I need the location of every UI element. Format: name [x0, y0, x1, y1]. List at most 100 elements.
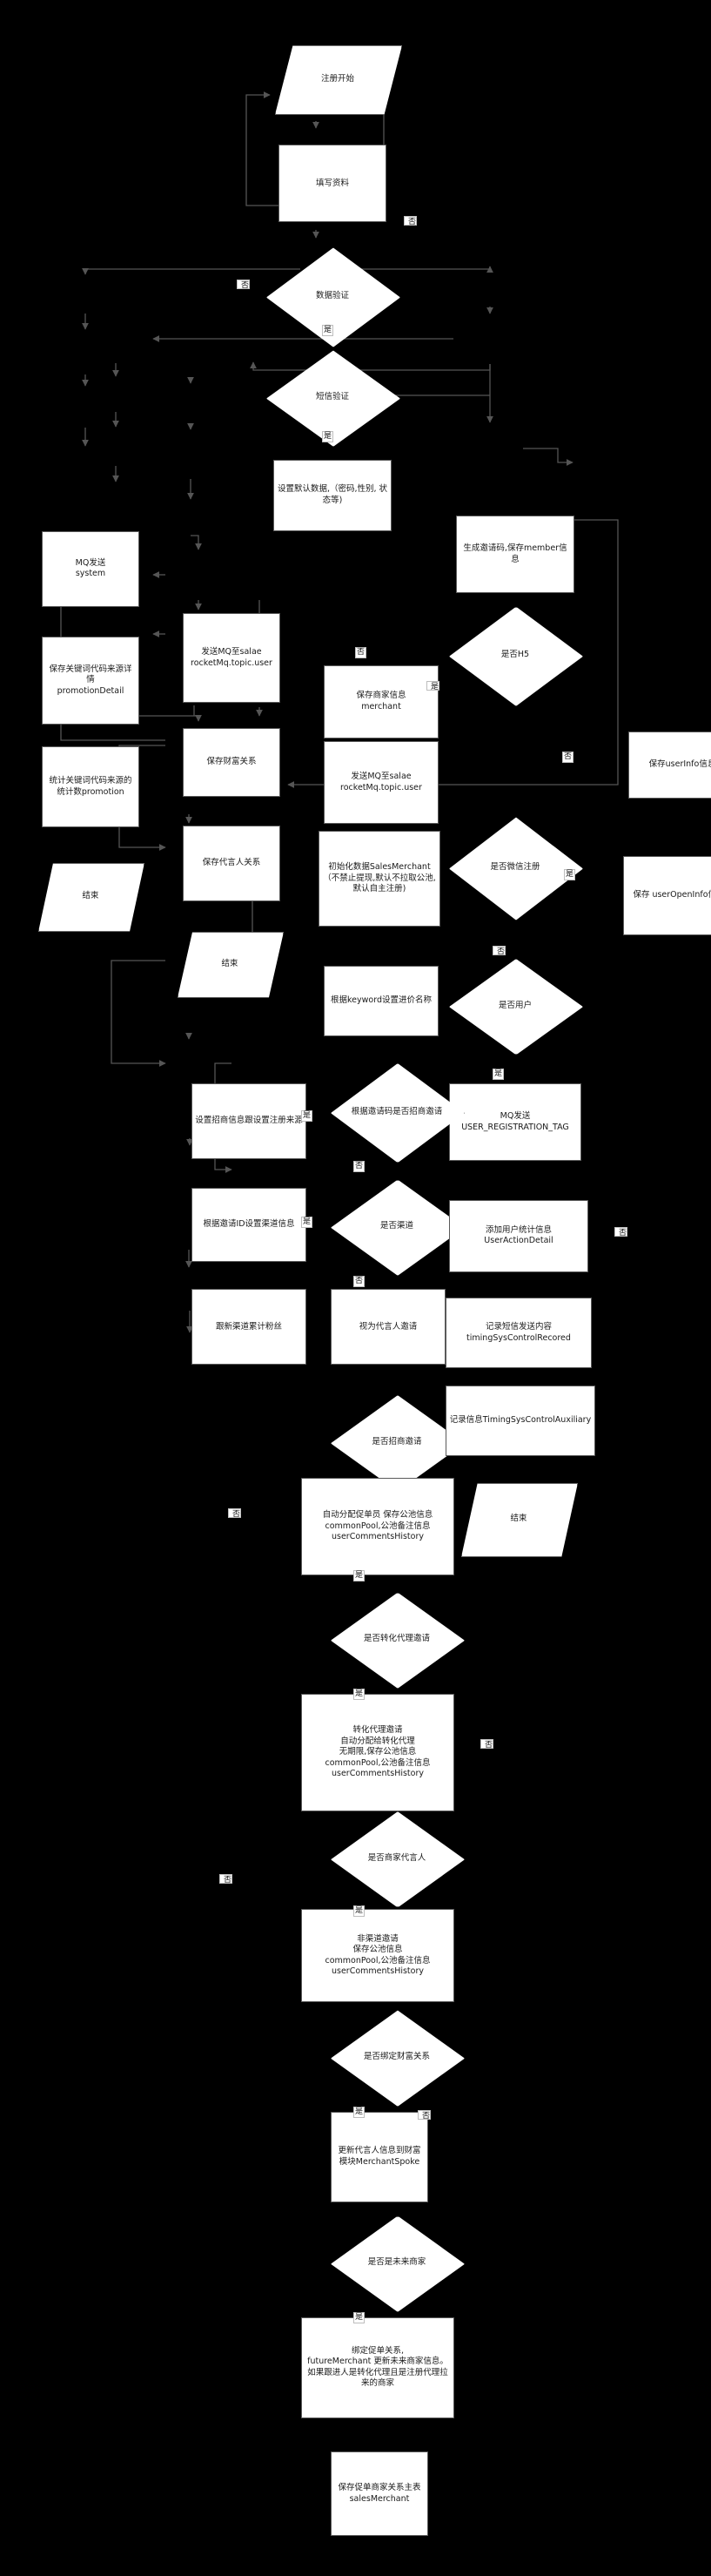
node-label: 保存代言人关系	[202, 858, 261, 868]
flow-node-process[interactable]: MQ发送 USER_REGISTRATION_TAG	[449, 1083, 581, 1162]
flow-node-process[interactable]: 跟新渠道累计粉丝	[191, 1289, 306, 1366]
flow-node-process[interactable]: 添加用户统计信息UserActionDetail	[449, 1199, 588, 1272]
terminator-shape	[461, 1482, 578, 1557]
flow-node-process[interactable]: 保存商家信息 merchant	[324, 665, 439, 738]
edge-label: 是	[353, 1688, 366, 1700]
node-label: 根据邀请码是否招商邀请	[351, 1106, 443, 1116]
flow-node-process[interactable]: 保存 userOpenInfo信息	[623, 855, 711, 935]
flow-node-process[interactable]: 保存代言人关系	[183, 826, 280, 902]
node-label: 结束	[510, 1514, 527, 1524]
terminator-shape	[38, 862, 144, 933]
edge-label: 否	[418, 2109, 431, 2120]
flow-node-process[interactable]: 统计关键词代码来源的统计数promotion	[42, 746, 139, 828]
edge-label: 是	[353, 1570, 366, 1582]
edge-label: 否	[493, 945, 506, 955]
flow-node-decision[interactable]: 根据邀请码是否招商邀请	[331, 1062, 465, 1163]
flow-node-process[interactable]: 转化代理邀请 自动分配给转化代理 无期限,保存公池信息 commonPool,公…	[301, 1693, 454, 1812]
flow-node-process[interactable]: 发送MQ至salae rocketMq.topic.user	[324, 741, 439, 825]
node-label: MQ发送 USER_REGISTRATION_TAG	[461, 1111, 569, 1132]
flow-node-process[interactable]: 生成邀请码,保存member信息	[456, 516, 574, 594]
flow-node-process[interactable]: 保存关键词代码来源详情 promotionDetail	[42, 637, 139, 725]
node-label: 绑定促单关系, futureMerchant 更新未来商家信息。 如果跟进人是转…	[307, 2345, 448, 2389]
node-label: 添加用户统计信息UserActionDetail	[484, 1224, 553, 1246]
edge-label: 否	[353, 1161, 366, 1173]
node-label: 跟新渠道累计粉丝	[215, 1321, 282, 1332]
edge-label: 是	[353, 2106, 366, 2118]
node-label: 保存关键词代码来源详情 promotionDetail	[49, 664, 132, 696]
flow-node-process[interactable]: 设置默认数据,（密码,性别, 状态等)	[273, 460, 392, 531]
edge-label: 否	[614, 1226, 627, 1237]
node-label: 填写资料	[315, 178, 349, 188]
edge-label: 否	[353, 1275, 366, 1287]
flow-node-process[interactable]: 初始化数据SalesMerchant（不禁止提现,默认不拉取公池,默认自主注册)	[319, 830, 440, 927]
node-label: 转化代理邀请 自动分配给转化代理 无期限,保存公池信息 commonPool,公…	[325, 1725, 431, 1779]
edge-label: 否	[480, 1738, 493, 1749]
flow-node-terminator[interactable]: 注册开始	[275, 45, 402, 115]
flow-node-process[interactable]: 保存财富关系	[183, 727, 280, 798]
edge-label: 是	[353, 1905, 366, 1918]
node-label: 是否转化代理邀请	[363, 1634, 430, 1644]
flow-node-terminator[interactable]: 结束	[461, 1482, 578, 1557]
flow-node-process[interactable]: 非渠道邀请 保存公池信息 commonPool,公池备注信息userCommen…	[301, 1909, 454, 2002]
node-label: 保存促单商家关系主表salesMerchant	[338, 2483, 421, 2504]
flow-node-process[interactable]: 根据keyword设置进价名称	[324, 965, 439, 1037]
node-label: 保存商家信息 merchant	[356, 691, 406, 711]
flow-node-process[interactable]: 填写资料	[278, 145, 386, 223]
node-label: 保存userInfo信息	[648, 759, 711, 770]
flow-node-process[interactable]: 记录信息TimingSysControlAuxiliary	[446, 1385, 595, 1456]
flow-node-process[interactable]: MQ发送 system	[42, 530, 139, 607]
node-label: 生成邀请码,保存member信息	[463, 543, 567, 564]
node-label: 是否是未来商家	[367, 2257, 426, 2268]
flow-node-process[interactable]: 保存促单商家关系主表salesMerchant	[331, 2451, 428, 2537]
flow-node-decision[interactable]: 是否转化代理邀请	[331, 1592, 465, 1689]
flow-node-process[interactable]: 视为代言人邀请	[331, 1289, 446, 1366]
node-label: 根据邀请ID设置渠道信息	[203, 1219, 295, 1230]
node-label: 数据验证	[315, 291, 349, 301]
flow-node-decision[interactable]: 是否是未来商家	[331, 2215, 465, 2312]
node-label: 非渠道邀请 保存公池信息 commonPool,公池备注信息userCommen…	[325, 1933, 431, 1977]
flow-node-process[interactable]: 自动分配促单员 保存公池信息commonPool,公池备注信息userComme…	[301, 1477, 454, 1576]
flow-node-process[interactable]: 发送MQ至salae rocketMq.topic.user	[183, 613, 280, 703]
flow-node-terminator[interactable]: 结束	[178, 932, 284, 998]
flow-node-decision[interactable]: 是否微信注册	[449, 817, 583, 920]
node-label: 记录短信发送内容timingSysControlRecored	[466, 1322, 571, 1343]
flow-node-decision[interactable]: 是否绑定财富关系	[331, 2010, 465, 2107]
edge-label: 否	[237, 280, 250, 290]
flow-node-process[interactable]: 根据邀请ID设置渠道信息	[191, 1188, 306, 1263]
flow-node-decision[interactable]: 是否用户	[449, 959, 583, 1055]
edge-label: 是	[322, 431, 334, 443]
flow-node-decision[interactable]: 是否H5	[449, 606, 583, 706]
flow-node-process[interactable]: 绑定促单关系, futureMerchant 更新未来商家信息。 如果跟进人是转…	[301, 2316, 454, 2418]
flow-node-decision[interactable]: 是否招商邀请	[331, 1395, 465, 1492]
flow-node-process[interactable]: 保存userInfo信息	[628, 731, 711, 799]
node-label: 发送MQ至salae rocketMq.topic.user	[340, 772, 422, 792]
node-label: 发送MQ至salae rocketMq.topic.user	[191, 647, 272, 668]
edge-label: 否	[228, 1507, 241, 1518]
edge-label: 否	[355, 647, 367, 659]
edge-label: 否	[404, 215, 417, 226]
edge-label: 是	[564, 869, 576, 881]
node-label: 结束	[82, 891, 99, 901]
edge-label: 是	[426, 680, 439, 691]
node-label: 初始化数据SalesMerchant（不禁止提现,默认不拉取公池,默认自主注册)	[323, 862, 436, 894]
node-label: 短信验证	[315, 392, 349, 402]
flow-node-process[interactable]: 记录短信发送内容timingSysControlRecored	[446, 1297, 592, 1369]
node-label: 记录信息TimingSysControlAuxiliary	[449, 1414, 592, 1425]
flow-node-terminator[interactable]: 结束	[38, 862, 144, 933]
flow-node-process[interactable]: 设置招商信息跟设置注册来源	[191, 1083, 306, 1160]
flow-node-decision[interactable]: 是否渠道	[331, 1179, 465, 1276]
node-label: 是否用户	[498, 1000, 532, 1010]
node-label: 设置招商信息跟设置注册来源	[195, 1116, 303, 1126]
flow-node-decision[interactable]: 短信验证	[266, 350, 400, 447]
edge-label: 是	[353, 2311, 366, 2323]
flow-node-process[interactable]: 更新代言人信息到财富模块MerchantSpoke	[331, 2111, 428, 2203]
terminator-shape	[275, 45, 402, 115]
node-label: 设置默认数据,（密码,性别, 状态等)	[277, 484, 388, 505]
node-label: 根据keyword设置进价名称	[331, 995, 432, 1006]
node-label: 更新代言人信息到财富模块MerchantSpoke	[338, 2146, 421, 2167]
node-label: 是否H5	[500, 650, 530, 660]
edge-label: 是	[322, 325, 334, 337]
flow-node-decision[interactable]: 是否商家代言人	[331, 1811, 465, 1908]
node-label: 是否商家代言人	[367, 1853, 426, 1864]
